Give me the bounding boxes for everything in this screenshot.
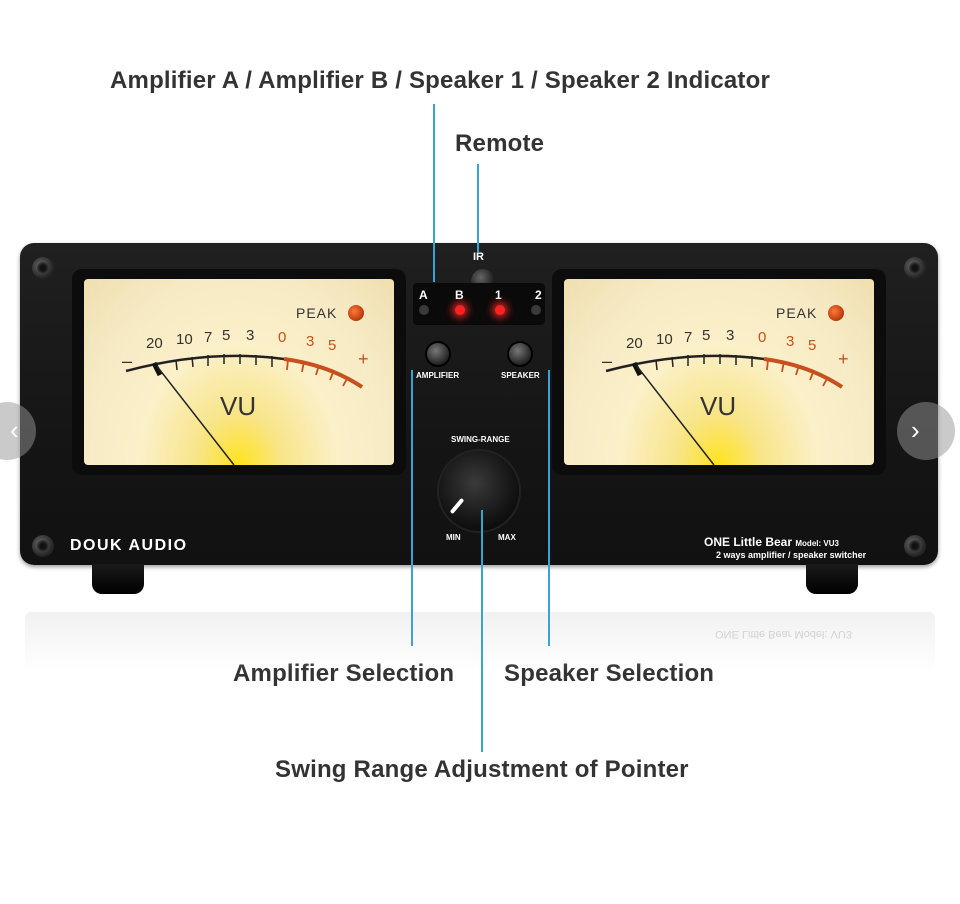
vu-label: VU [220, 391, 257, 421]
scale-label: 3 [246, 327, 255, 344]
meter-scale-graphic [605, 354, 844, 465]
knob-min-label: MIN [446, 533, 461, 542]
peak-label: PEAK [776, 305, 818, 321]
screw-icon [904, 535, 926, 557]
scale-label: 20 [146, 335, 163, 352]
needle-rest-mark [631, 361, 643, 377]
vu-meter-device: – + 20 10 7 5 3 0 3 5 VU PEAK [20, 243, 938, 565]
device-reflection [25, 612, 935, 672]
swing-range-knob[interactable] [439, 451, 519, 531]
carousel-next-button[interactable]: › [897, 402, 955, 460]
callout-line-amplifier [411, 370, 413, 646]
screw-icon [32, 535, 54, 557]
ir-label: IR [473, 251, 484, 263]
led-a-icon [419, 305, 429, 315]
scale-label-red: 3 [786, 333, 795, 350]
peak-led-icon [828, 305, 844, 321]
device-foot [92, 564, 144, 594]
scale-arc-black [605, 354, 765, 373]
callout-remote: Remote [455, 130, 545, 157]
indicator-panel: A B 1 2 [413, 283, 545, 325]
minus-sign: – [122, 351, 133, 371]
scale-label-red: 3 [306, 333, 315, 350]
scale-arc-red [283, 357, 364, 389]
reflection-text: ONE Little Bear Model: VU3 [715, 628, 852, 640]
meter-face: – + 20 10 7 5 3 0 3 5 VU PEAK [564, 279, 874, 465]
scale-label: 5 [702, 327, 711, 344]
callout-indicator: Amplifier A / Amplifier B / Speaker 1 / … [110, 67, 771, 94]
amplifier-button-label: AMPLIFIER [416, 371, 460, 380]
plus-sign: + [358, 349, 369, 369]
scale-arc-black [125, 354, 285, 373]
indicator-label-2: 2 [535, 288, 542, 302]
speaker-button-label: SPEAKER [501, 371, 540, 380]
left-vu-meter: – + 20 10 7 5 3 0 3 5 VU PEAK [72, 269, 406, 475]
speaker-button[interactable] [509, 343, 531, 365]
plus-sign: + [838, 349, 849, 369]
scale-label-red: 5 [328, 337, 337, 354]
swing-range-label: SWING-RANGE [451, 435, 510, 444]
brand-logo: DOUK AUDIO [70, 537, 188, 554]
knob-max-label: MAX [498, 533, 516, 542]
knob-pointer [449, 497, 465, 515]
scale-label: 10 [176, 331, 193, 348]
right-vu-meter: – + 20 10 7 5 3 0 3 5 VU PEAK [552, 269, 886, 475]
device-foot [806, 564, 858, 594]
scale-ticks-red [286, 358, 349, 387]
scale-label: 7 [204, 329, 213, 346]
callout-line-swing [481, 510, 483, 752]
callout-swing-range: Swing Range Adjustment of Pointer [275, 756, 689, 783]
chevron-right-icon: › [911, 415, 920, 445]
meter-needle [635, 364, 715, 465]
scale-label: 3 [726, 327, 735, 344]
led-1-icon [495, 305, 505, 315]
indicator-label-b: B [455, 288, 464, 302]
indicator-label-1: 1 [495, 288, 502, 302]
scale-label: 20 [626, 335, 643, 352]
meter-needle [155, 364, 235, 465]
screw-icon [32, 257, 54, 279]
meter-scale-graphic [125, 354, 364, 465]
model-subtitle: 2 ways amplifier / speaker switcher [716, 550, 867, 560]
screw-icon [904, 257, 926, 279]
chevron-left-icon: ‹ [10, 415, 19, 445]
model-name: ONE Little Bear Model: VU3 [704, 535, 839, 549]
peak-label: PEAK [296, 305, 338, 321]
needle-rest-mark [151, 361, 163, 377]
callout-line-indicator [433, 104, 435, 282]
scale-label: 10 [656, 331, 673, 348]
peak-led-icon [348, 305, 364, 321]
scale-label: 5 [222, 327, 231, 344]
vu-label: VU [700, 391, 737, 421]
callout-line-speaker [548, 370, 550, 646]
led-b-icon [455, 305, 465, 315]
scale-label: 7 [684, 329, 693, 346]
scale-label-red: 0 [758, 329, 767, 346]
led-2-icon [531, 305, 541, 315]
scale-ticks-red [766, 358, 829, 387]
scale-label-red: 0 [278, 329, 287, 346]
scale-arc-red [763, 357, 844, 389]
callout-line-remote [477, 164, 479, 252]
meter-face: – + 20 10 7 5 3 0 3 5 VU PEAK [84, 279, 394, 465]
indicator-label-a: A [419, 288, 428, 302]
scale-label-red: 5 [808, 337, 817, 354]
amplifier-button[interactable] [427, 343, 449, 365]
minus-sign: – [602, 351, 613, 371]
